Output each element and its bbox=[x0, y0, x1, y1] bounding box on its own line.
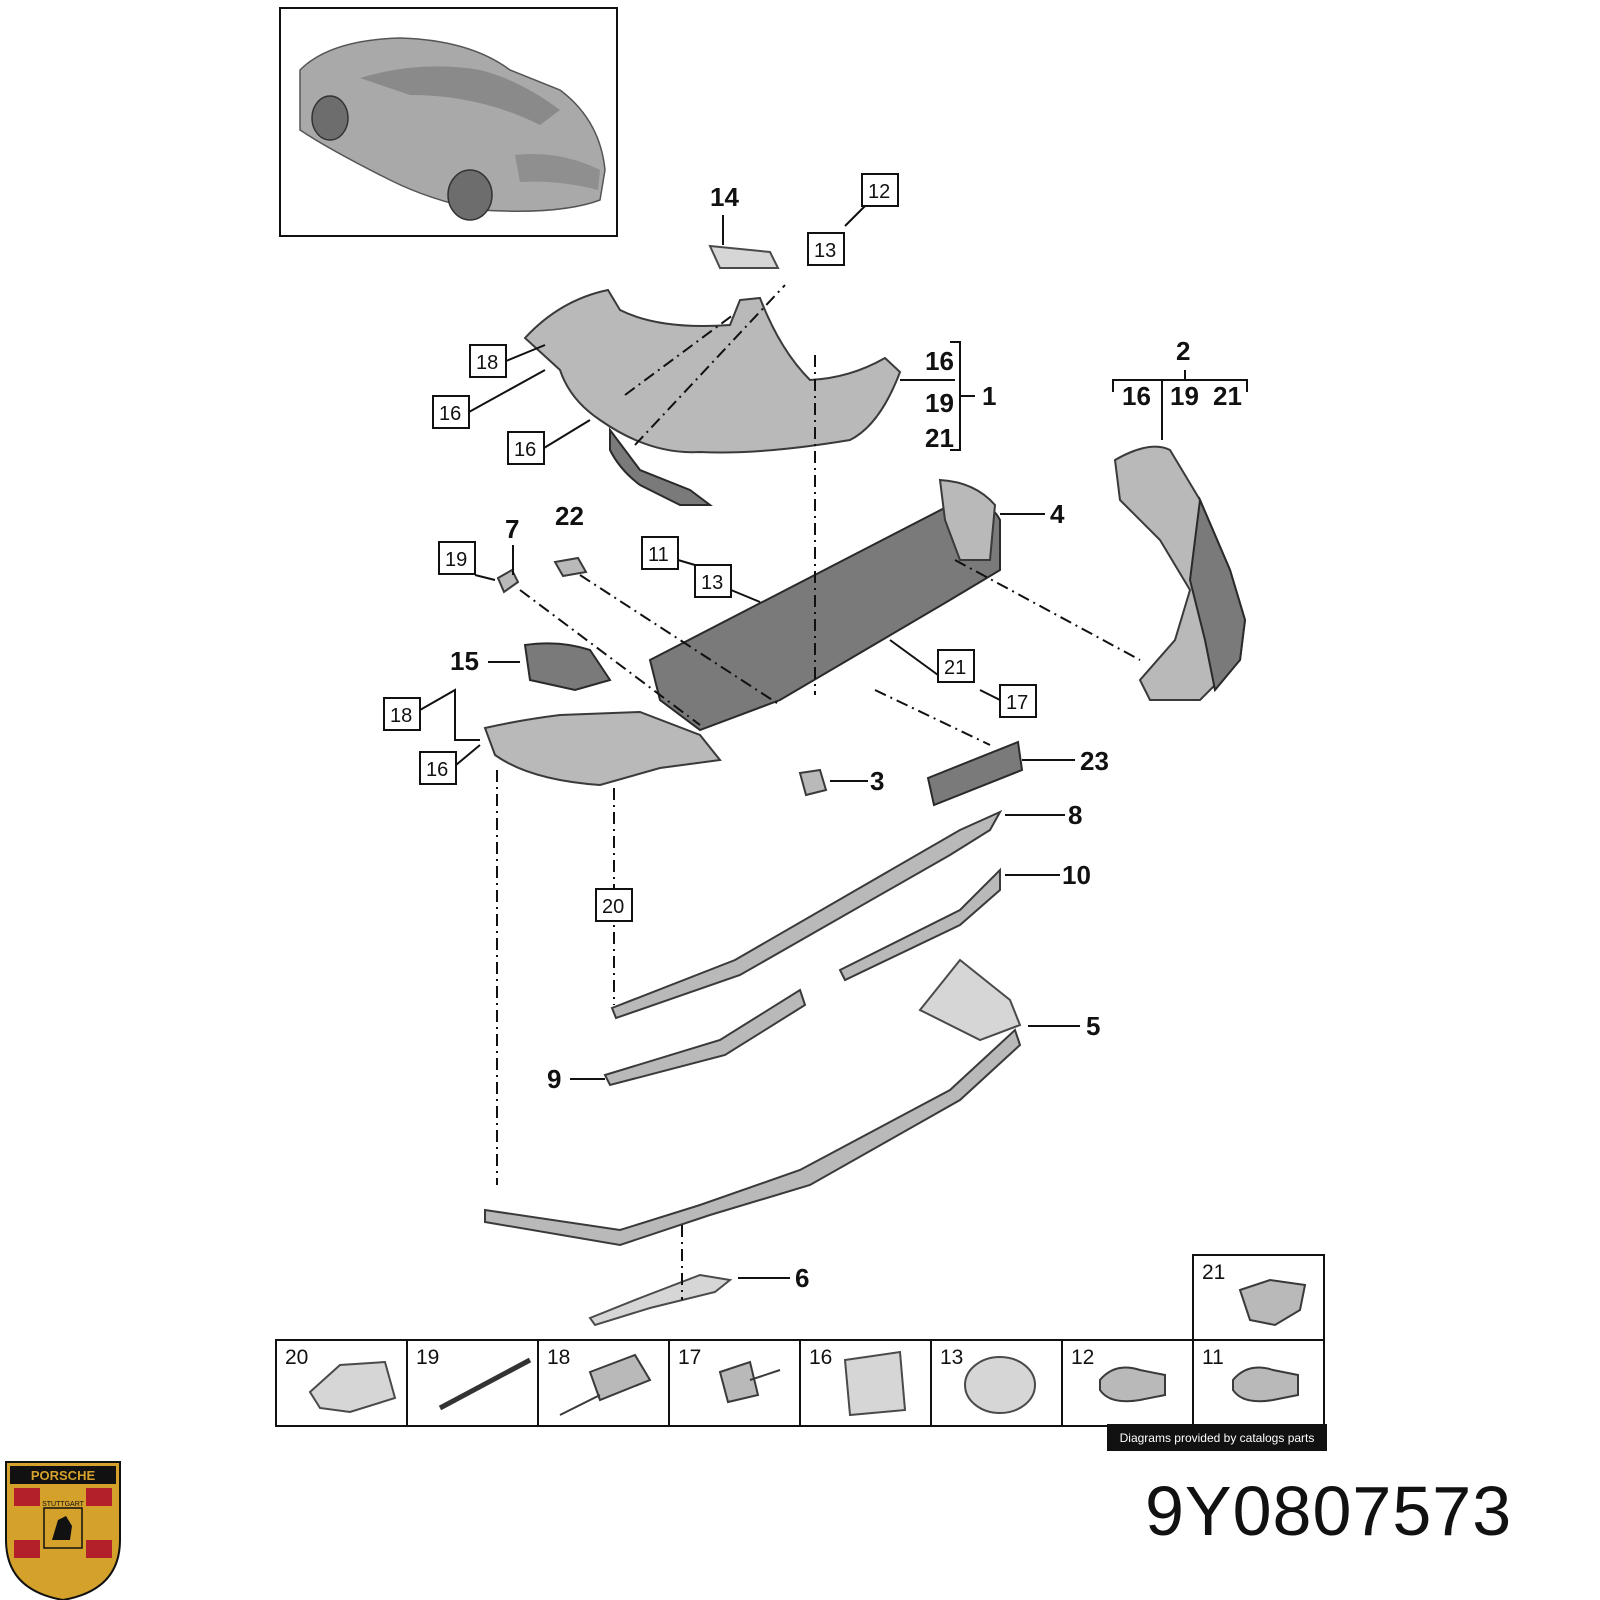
callout-21b: 21 bbox=[1213, 381, 1242, 411]
fastener-21-icon bbox=[1238, 1278, 1307, 1327]
fastener-19-icon bbox=[438, 1357, 532, 1411]
legend-11: 11 bbox=[1202, 1346, 1224, 1369]
vehicle-overview-inset bbox=[279, 7, 618, 237]
assembly-dashed-lines bbox=[496, 284, 1141, 1300]
part-15-cover bbox=[523, 642, 612, 692]
callout-16a: 16 bbox=[925, 346, 954, 376]
logo-text-center: STUTTGART bbox=[42, 1501, 85, 1508]
callout-1: 1 bbox=[982, 381, 996, 411]
legend-13: 13 bbox=[940, 1346, 963, 1369]
callout-16b: 16 bbox=[1122, 381, 1151, 411]
callout-9: 9 bbox=[547, 1064, 561, 1094]
box-16b: 16 bbox=[514, 439, 536, 461]
small-clips bbox=[496, 556, 828, 797]
callout-7: 7 bbox=[505, 514, 519, 544]
fastener-17-icon bbox=[718, 1360, 781, 1404]
box-16c: 16 bbox=[426, 759, 448, 781]
callout-15: 15 bbox=[450, 646, 479, 676]
legend-21: 21 bbox=[1202, 1261, 1225, 1284]
fastener-18-icon bbox=[559, 1353, 652, 1416]
fastener-12-icon bbox=[1099, 1366, 1166, 1403]
legend-17: 17 bbox=[678, 1346, 701, 1369]
box-12: 12 bbox=[868, 181, 890, 203]
part-2-side-bracket bbox=[1113, 445, 1247, 701]
part-14-trim bbox=[708, 244, 780, 269]
legend-12: 12 bbox=[1071, 1346, 1094, 1369]
logo-text-top: PORSCHE bbox=[31, 1468, 96, 1483]
legend-18: 18 bbox=[547, 1346, 570, 1369]
box-11: 11 bbox=[648, 544, 669, 566]
fastener-13-icon bbox=[964, 1356, 1036, 1414]
part-lower-left-section bbox=[483, 710, 722, 787]
fastener-11-icon bbox=[1232, 1366, 1299, 1403]
parts-8-10-strips bbox=[610, 809, 1003, 1020]
box-18b: 18 bbox=[390, 705, 412, 727]
part-4-bumper-carrier bbox=[648, 478, 1001, 732]
fastener-legend: 20 19 18 17 16 13 12 11 21 bbox=[275, 1254, 1325, 1427]
box-16a: 16 bbox=[439, 403, 461, 425]
legend-20: 20 bbox=[285, 1346, 308, 1369]
part-number: 9Y0807573 bbox=[1145, 1472, 1512, 1550]
callout-8: 8 bbox=[1068, 800, 1082, 830]
fastener-20-icon bbox=[308, 1360, 397, 1414]
box-19: 19 bbox=[445, 549, 467, 571]
part-5-diffuser bbox=[484, 958, 1022, 1247]
callout-2: 2 bbox=[1176, 336, 1190, 366]
callout-14: 14 bbox=[710, 182, 739, 212]
bold-callouts: 14 16 19 21 1 2 16 19 21 4 7 22 15 3 23 … bbox=[450, 182, 1242, 1293]
callout-5: 5 bbox=[1086, 1011, 1100, 1041]
brand-logo: PORSCHE STUTTGART bbox=[5, 1461, 121, 1600]
callout-22: 22 bbox=[555, 501, 584, 531]
credit-text: Diagrams provided by catalogs parts bbox=[1120, 1431, 1315, 1445]
part-23-plate bbox=[926, 740, 1024, 807]
boxed-callouts: 12 13 18 16 16 19 11 13 21 17 18 16 20 bbox=[383, 173, 1037, 922]
fastener-16-icon bbox=[843, 1350, 907, 1417]
callout-19b: 19 bbox=[1170, 381, 1199, 411]
part-1-bumper-cover bbox=[523, 288, 902, 506]
box-17: 17 bbox=[1006, 692, 1028, 714]
box-20: 20 bbox=[602, 896, 624, 918]
callout-19a: 19 bbox=[925, 388, 954, 418]
part-6-bracket bbox=[588, 1273, 733, 1327]
legend-19: 19 bbox=[416, 1346, 439, 1369]
legend-16: 16 bbox=[809, 1346, 832, 1369]
callout-23: 23 bbox=[1080, 746, 1109, 776]
callout-4: 4 bbox=[1050, 499, 1065, 529]
credit-banner bbox=[1107, 1424, 1327, 1451]
box-13a: 13 bbox=[814, 240, 836, 262]
callout-21a: 21 bbox=[925, 423, 954, 453]
part-9-strip bbox=[603, 988, 807, 1087]
callout-3: 3 bbox=[870, 766, 884, 796]
callout-10: 10 bbox=[1062, 860, 1091, 890]
callout-6: 6 bbox=[795, 1263, 809, 1293]
box-21: 21 bbox=[944, 657, 966, 679]
box-13b: 13 bbox=[701, 572, 723, 594]
leader-lines bbox=[488, 204, 1248, 1279]
box-18a: 18 bbox=[476, 352, 498, 374]
